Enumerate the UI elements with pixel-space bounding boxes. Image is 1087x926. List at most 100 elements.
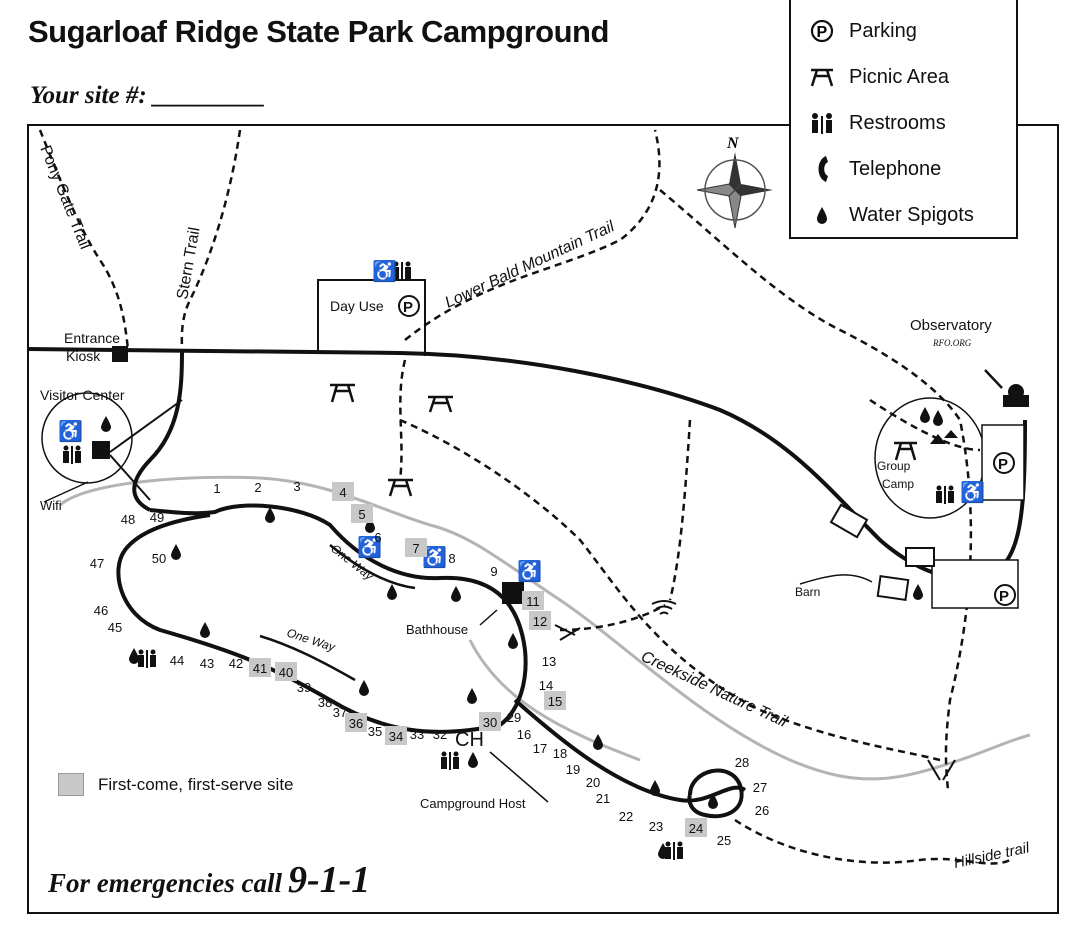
site-number-label: 40 — [279, 665, 293, 680]
hillside-trail-line — [734, 818, 1011, 865]
water-drop-icon — [708, 793, 718, 809]
water-drop-icon — [359, 680, 369, 696]
restrooms-icon — [936, 485, 954, 504]
creek-branch — [468, 639, 641, 762]
legend-water: Water Spigots — [805, 200, 974, 230]
site-number-label: 33 — [410, 727, 424, 742]
site-number-label: 18 — [553, 746, 567, 761]
wifi-signal-icon — [651, 600, 677, 615]
legend-label: Restrooms — [849, 111, 946, 134]
group-camp-trail-line — [869, 398, 981, 452]
compass-rose: N — [696, 135, 773, 229]
telephone-icon — [805, 154, 839, 184]
site-number-label: 24 — [689, 821, 703, 836]
visitor-center-building — [92, 441, 110, 459]
water-drop-icon — [467, 688, 477, 704]
barn-building — [876, 575, 910, 601]
site-number-label: 28 — [735, 755, 749, 770]
site-number-label: 11 — [526, 594, 540, 609]
accessible-icon: ♿ — [372, 259, 397, 283]
access-road — [132, 350, 184, 512]
map-frame — [27, 124, 1059, 914]
site-number-label: 35 — [368, 724, 382, 739]
lower-bald-trail-label: Lower Bald Mountain Trail — [443, 218, 618, 312]
water-drop-icon — [129, 648, 139, 664]
water-drop-icon — [650, 780, 660, 796]
site-number-label: 6 — [374, 530, 381, 545]
site-number-label: 30 — [483, 715, 497, 730]
your-site-label: Your site #: _________ — [30, 82, 266, 109]
site-number-label: 49 — [150, 510, 164, 525]
barn-parking-area — [931, 559, 1019, 609]
entrance-kiosk-building — [112, 346, 128, 362]
site-number-label: 13 — [542, 654, 556, 669]
parking-icon: P — [993, 452, 1015, 474]
hillside-trail-label: Hillside trail — [952, 839, 1031, 872]
water-drop-icon — [805, 205, 839, 225]
site-number-label: 45 — [108, 620, 122, 635]
site-number-label: 1 — [213, 481, 220, 496]
creek — [59, 475, 1031, 781]
water-drop-icon — [387, 584, 397, 600]
water-drop-icon — [593, 734, 603, 750]
first-come-label: First-come, first-serve site — [98, 774, 294, 794]
group-label: Group — [877, 459, 911, 473]
parking-icon: P — [398, 295, 420, 317]
site-number-label: 7 — [412, 541, 419, 556]
shed-building-1 — [905, 547, 935, 567]
site-number-label: 29 — [507, 710, 521, 725]
parking-icon: P — [994, 584, 1016, 606]
svg-text:P: P — [403, 299, 413, 316]
site-number-label: 50 — [152, 551, 166, 566]
site-number-label: 34 — [389, 729, 403, 744]
picnic-table-icon — [428, 395, 453, 413]
picnic-table-icon — [894, 441, 917, 461]
shed-building-2 — [829, 503, 869, 539]
site-number-label: 21 — [596, 791, 610, 806]
site-number-label: 42 — [229, 656, 243, 671]
entrance-label: Entrance — [64, 330, 120, 346]
restrooms-icon — [441, 751, 459, 770]
site-number-label: 47 — [90, 556, 104, 571]
mid-trail-line — [668, 419, 692, 601]
restrooms-icon — [805, 112, 839, 134]
site-number-label: 39 — [297, 680, 311, 695]
site-number-label: 37 — [333, 705, 347, 720]
first-come-site-box — [685, 818, 707, 837]
water-drop-icon — [265, 507, 275, 523]
camp-label: Camp — [882, 477, 914, 491]
creekside-trail-line — [399, 418, 941, 762]
day-use-lot — [317, 279, 426, 356]
pony-gate-trail-label: Pony Gate Trail — [36, 143, 93, 252]
water-drop-icon — [101, 416, 111, 432]
picnic-table-icon — [388, 478, 413, 497]
water-drop-icon — [468, 752, 478, 768]
site-number-label: 36 — [349, 716, 363, 731]
barn-label: Barn — [795, 585, 820, 599]
observatory-site-label: RFO.ORG — [932, 338, 972, 348]
one-way-label-lower: One Way — [285, 626, 338, 655]
lower-bald-trail-line — [404, 129, 661, 341]
wifi-label: Wifi — [40, 498, 62, 513]
first-come-site-box — [405, 538, 427, 557]
site-number-label: 25 — [717, 833, 731, 848]
emergency-text: For emergencies call — [48, 868, 282, 898]
water-drop-icon — [913, 584, 923, 600]
site-number-label: 41 — [253, 661, 267, 676]
visitor-center-circle — [41, 392, 133, 484]
site-number-label: 23 — [649, 819, 663, 834]
first-come-site-box — [544, 691, 566, 710]
svg-text:P: P — [999, 588, 1009, 605]
first-come-site-box — [529, 611, 551, 630]
accessible-icon: ♿ — [517, 559, 542, 583]
site-number-label: 46 — [94, 603, 108, 618]
site-number-label: 43 — [200, 656, 214, 671]
stern-trail-label: Stern Trail — [174, 226, 203, 301]
main-road — [27, 347, 1027, 581]
site-number-label: 14 — [539, 678, 553, 693]
visitor-center-label: Visitor Center — [40, 387, 125, 403]
site-number-label: 22 — [619, 809, 633, 824]
legend-parking: P Parking — [805, 16, 917, 46]
